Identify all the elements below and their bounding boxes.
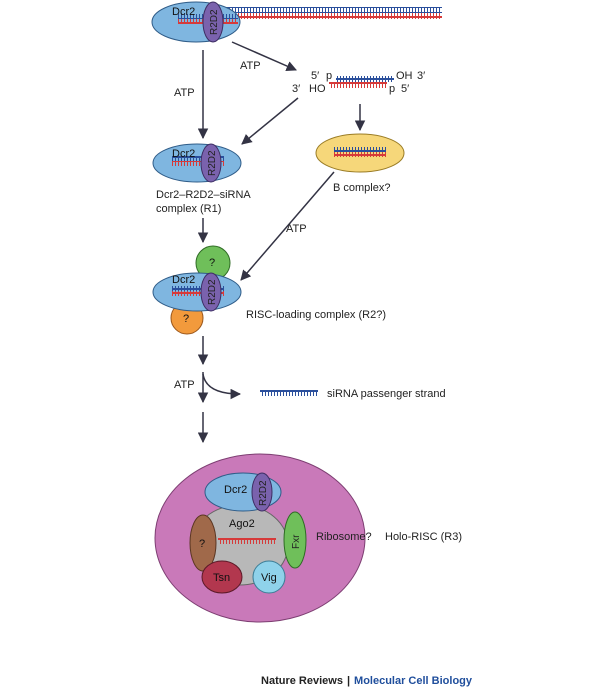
fxr-shape	[283, 511, 307, 569]
arrow-sirna-to-r1	[241, 97, 299, 145]
holo-risc-complex: Ago2 Dcr2 R2D2 ? Fxr Tsn Vig Ribosome?	[154, 453, 372, 623]
holo-dcr2-label: Dcr2	[224, 484, 247, 496]
journal-subject: Molecular Cell Biology	[354, 675, 472, 687]
r1-r2d2-label: R2D2	[207, 150, 218, 176]
b-complex-bottom-strand	[334, 152, 386, 157]
r2-sirna-bottom	[172, 291, 224, 296]
green-unknown-label: ?	[209, 257, 215, 269]
r1-sirna-top	[172, 156, 224, 161]
five-prime-top: 5′	[311, 70, 319, 82]
holo-sirna-guide	[218, 538, 276, 544]
r1-sirna-bottom	[172, 161, 224, 166]
p-top: p	[326, 70, 332, 82]
arrow-passenger-release	[202, 373, 242, 400]
b-complex: B complex?	[315, 133, 405, 194]
holo-r2d2-shape	[251, 472, 273, 512]
holo-r2d2-label: R2D2	[258, 480, 269, 506]
holo-risc-label: Holo-RISC (R3)	[385, 531, 462, 543]
atp-label-passenger: ATP	[174, 379, 195, 391]
three-prime-top: 3′	[417, 70, 425, 82]
long-dsrna-top-strand	[180, 7, 442, 13]
ho-bottom: HO	[309, 83, 326, 95]
tsn-label: Tsn	[213, 572, 230, 584]
dcr2-label: Dcr2	[172, 6, 195, 18]
vig-shape	[252, 560, 286, 594]
vig-label: Vig	[261, 572, 277, 584]
unknown-brown-label: ?	[199, 538, 205, 550]
dcr2-r2d2-dsrna-complex: Dcr2 R2D2	[151, 1, 442, 43]
passenger-strand-label: siRNA passenger strand	[327, 388, 446, 400]
sirna-passenger-strand	[329, 82, 387, 88]
arrow-top-to-sirna	[231, 41, 297, 72]
r1-label-line1: Dcr2–R2D2–siRNA	[156, 189, 251, 201]
r1-dcr2-label: Dcr2	[172, 148, 195, 160]
atp-label-left: ATP	[174, 87, 195, 99]
passenger-strand-graphic	[260, 390, 318, 396]
risc-loading-label: RISC-loading complex (R2?)	[246, 309, 386, 321]
atp-label-bcomplex: ATP	[286, 223, 307, 235]
p-bottom: p	[389, 83, 395, 95]
r2-sirna-top	[172, 286, 224, 291]
b-complex-label: B complex?	[333, 182, 390, 194]
ribosome-label: Ribosome?	[316, 531, 372, 543]
r1-label-line2: complex (R1)	[156, 203, 221, 215]
r2d2-label: R2D2	[209, 9, 220, 35]
r2-dcr2-label: Dcr2	[172, 274, 195, 286]
oh-top: OH	[396, 70, 413, 82]
r2-r2d2-shape	[200, 272, 222, 312]
atp-label-top: ATP	[240, 60, 261, 72]
journal-name: Nature Reviews	[261, 675, 343, 687]
credit-separator: |	[346, 675, 351, 687]
orange-unknown-label: ?	[183, 313, 189, 325]
arrow-bcomplex-to-r2	[240, 171, 335, 281]
tsn-shape	[201, 560, 243, 594]
b-complex-top-strand	[334, 147, 386, 152]
fxr-label: Fxr	[291, 534, 302, 549]
r1-r2d2-shape	[200, 143, 222, 183]
risc-loading-complex: ? ? Dcr2 R2D2 RISC-loading complex (R2?)	[152, 245, 386, 335]
ago2-label: Ago2	[229, 518, 255, 530]
r2d2-shape	[202, 1, 224, 43]
five-prime-bottom: 5′	[401, 83, 409, 95]
three-prime-bottom: 3′	[292, 83, 300, 95]
sirna-guide-strand	[336, 76, 394, 82]
r2-r2d2-label: R2D2	[207, 279, 218, 305]
long-dsrna-bottom-strand	[180, 13, 442, 19]
r1-complex: Dcr2 R2D2 Dcr2–R2D2–siRNA complex (R1)	[152, 143, 251, 215]
sirna-duplex: 5′ p OH 3′ 3′ HO p 5′	[292, 70, 425, 95]
